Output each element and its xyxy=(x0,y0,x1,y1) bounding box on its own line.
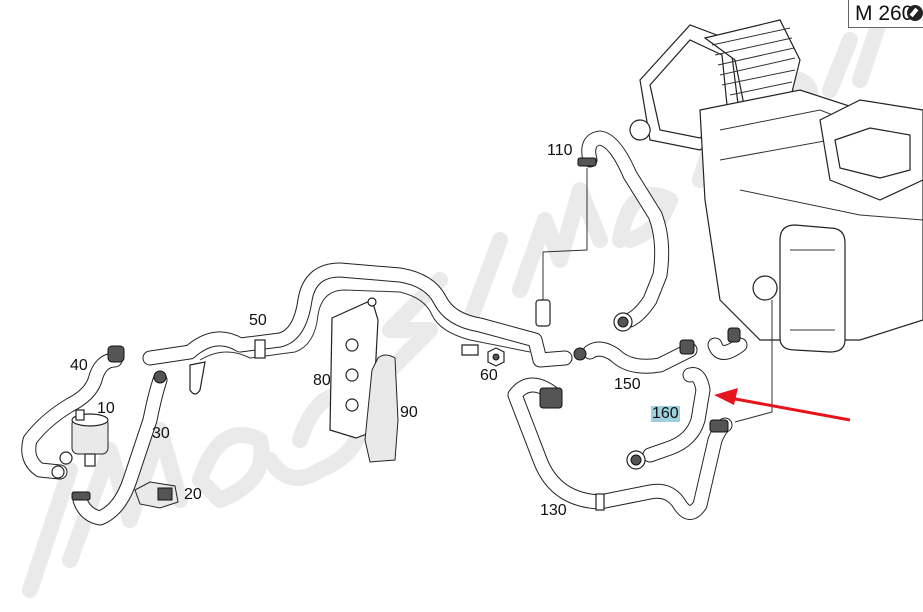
valve-20 xyxy=(134,481,179,509)
leader-line xyxy=(734,300,773,423)
pump-10 xyxy=(59,409,109,467)
pointer-arrow xyxy=(714,388,851,422)
hose-30 xyxy=(71,370,168,526)
callout-50[interactable]: 50 xyxy=(249,312,267,329)
hose-130 xyxy=(507,377,733,520)
nut-60 xyxy=(487,347,505,367)
callout-110[interactable]: 110 xyxy=(547,142,573,159)
bracket-80 xyxy=(329,297,379,439)
callout-130[interactable]: 130 xyxy=(540,502,567,519)
hvac-housing xyxy=(629,19,923,353)
hose-160 xyxy=(626,367,711,470)
reference-code-box: M 260 xyxy=(848,0,923,28)
reference-code: M 260 xyxy=(855,2,914,25)
callout-60[interactable]: 60 xyxy=(480,367,498,384)
callout-10[interactable]: 10 xyxy=(97,400,115,417)
hose-110 xyxy=(535,130,670,332)
callout-150[interactable]: 150 xyxy=(614,376,641,393)
callout-30[interactable]: 30 xyxy=(152,425,170,442)
callout-80[interactable]: 80 xyxy=(313,372,331,389)
callout-40[interactable]: 40 xyxy=(70,357,88,374)
callout-20[interactable]: 20 xyxy=(184,486,202,503)
pipe-50 xyxy=(142,262,573,395)
cover-90 xyxy=(364,354,399,463)
hose-150 xyxy=(573,327,748,374)
callout-160-highlighted[interactable]: 160 xyxy=(651,405,680,422)
callout-90[interactable]: 90 xyxy=(400,404,418,421)
pencil-edit-icon[interactable] xyxy=(907,5,923,21)
hose-40 xyxy=(21,345,125,480)
